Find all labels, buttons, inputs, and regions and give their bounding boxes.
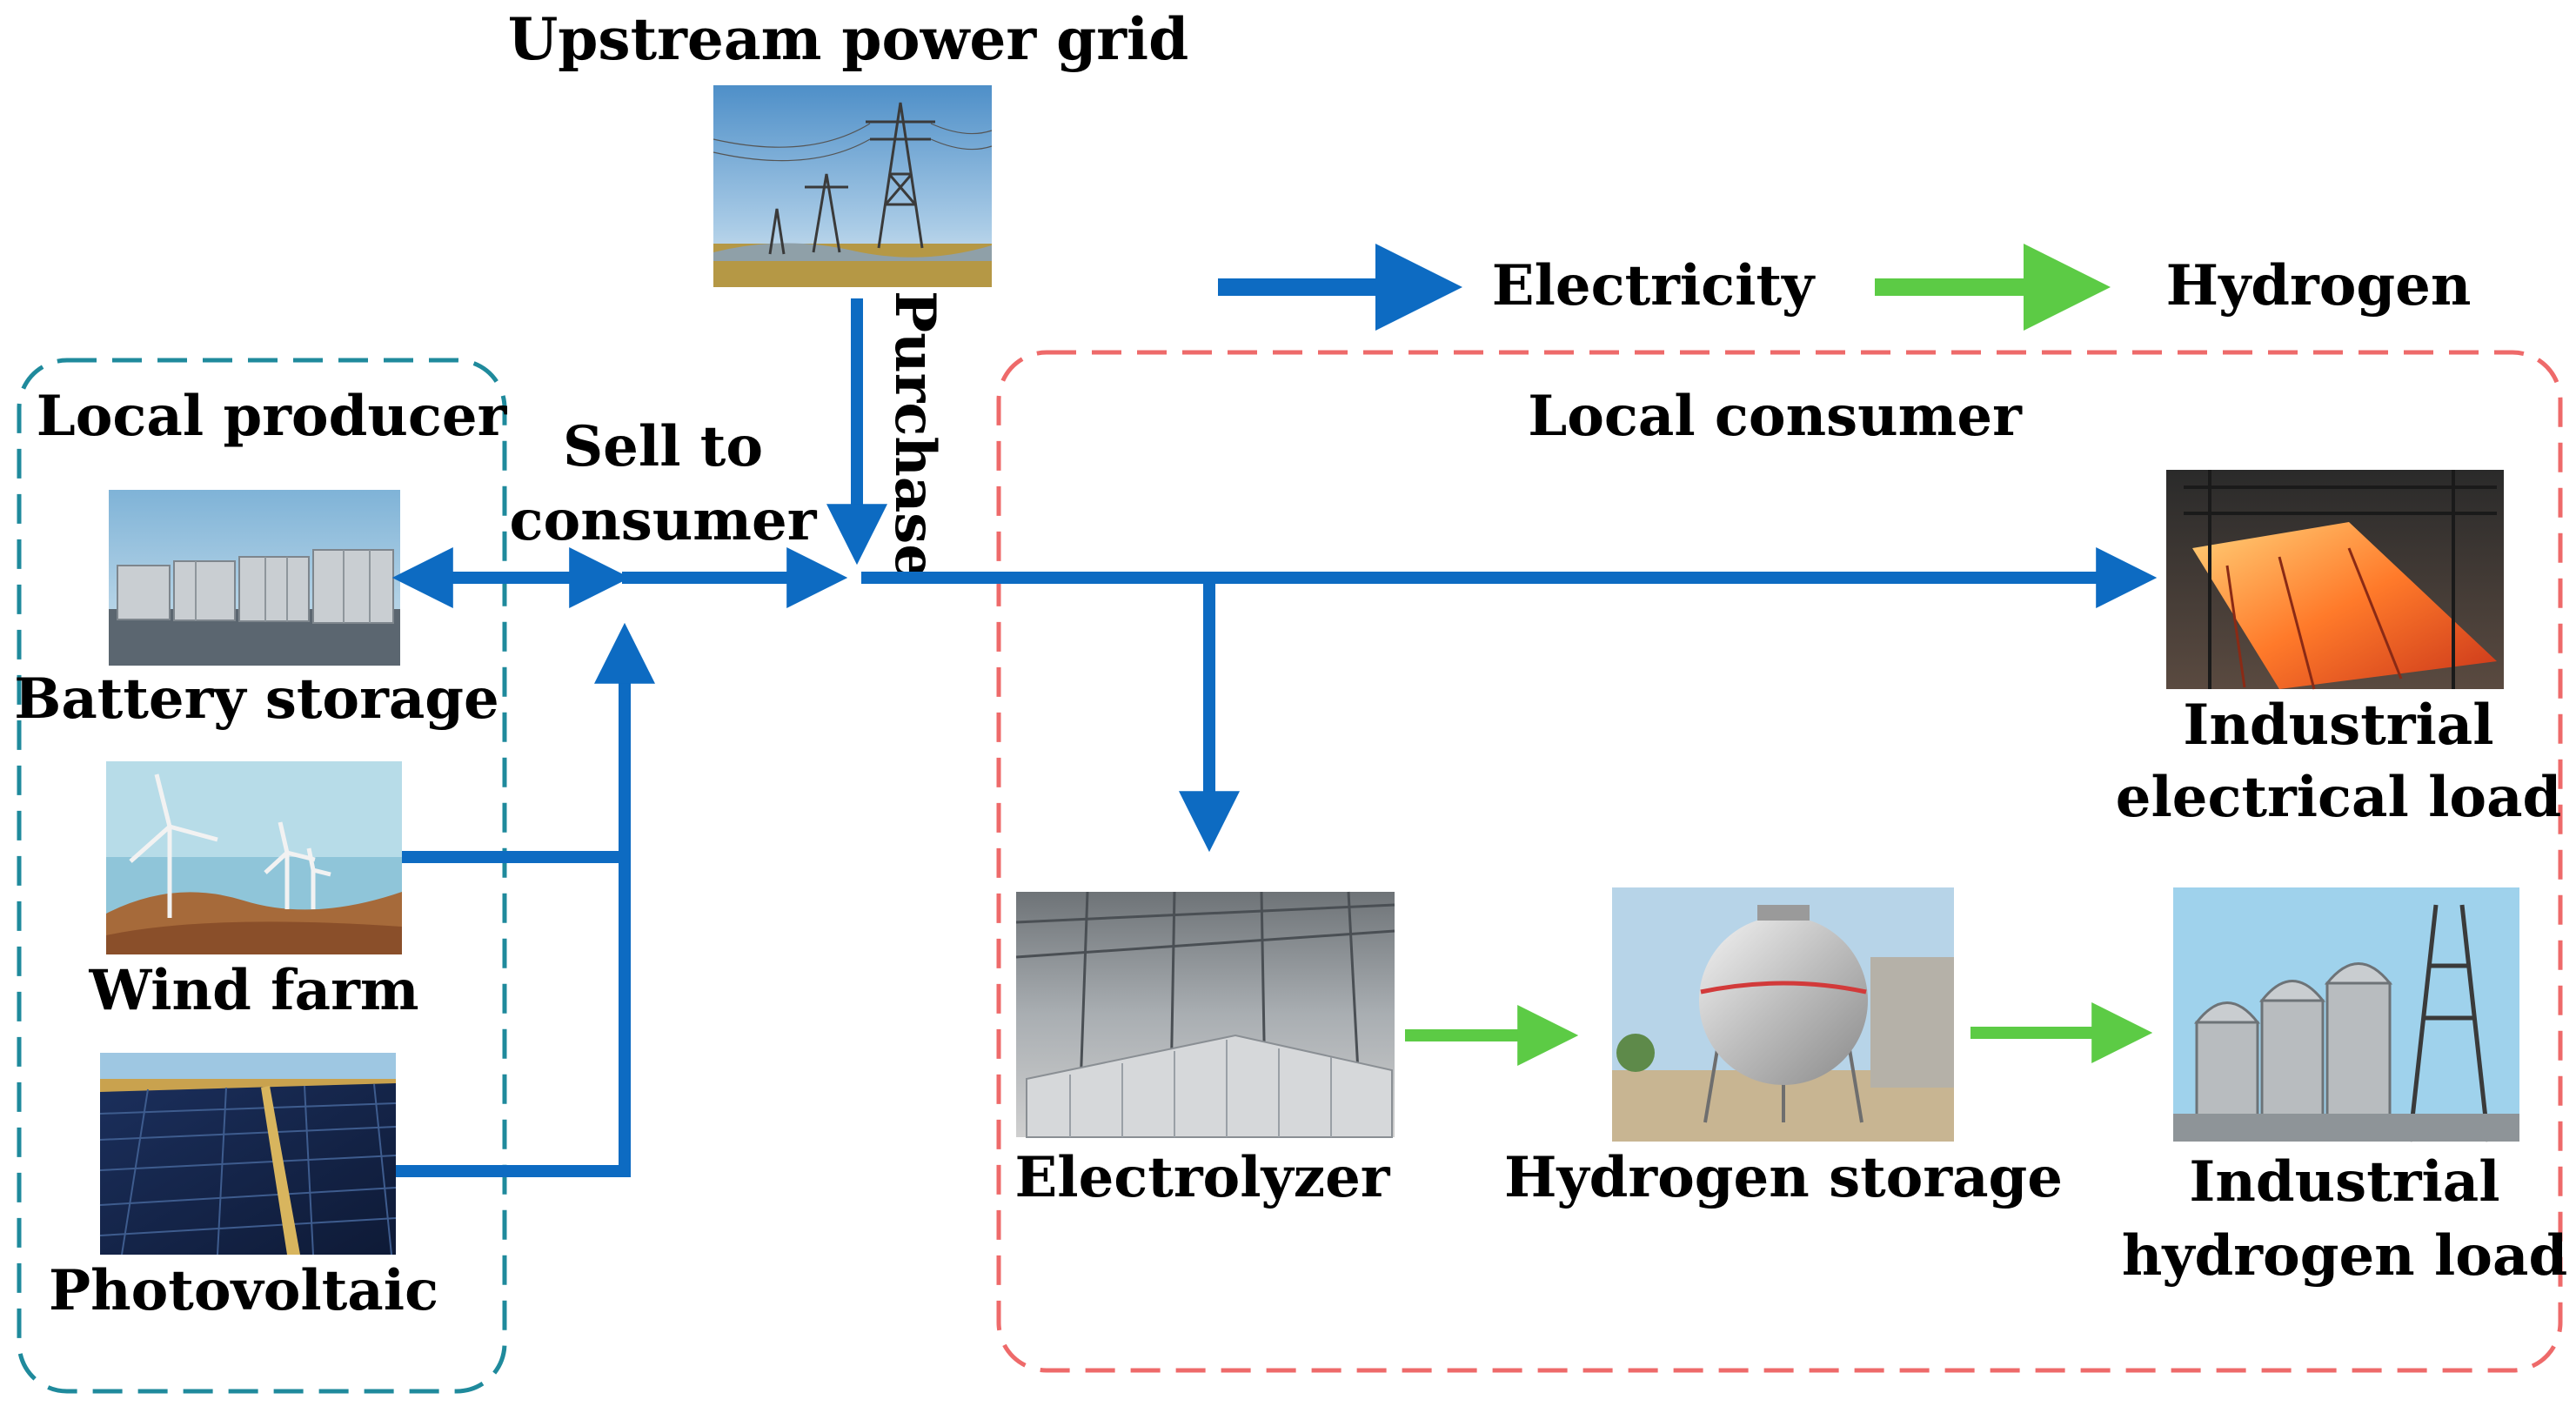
hydrogen-storage-label: Hydrogen storage xyxy=(1504,1145,2063,1210)
local-consumer-label: Local consumer xyxy=(1528,384,2023,449)
local-producer-box xyxy=(17,358,507,1394)
electrical-load-label-line1: Industrial xyxy=(2183,693,2493,758)
electrolyzer-photo xyxy=(1015,891,1395,1138)
local-consumer-box xyxy=(996,350,2563,1373)
hydrogen-load-label-line1: Industrial xyxy=(2189,1149,2499,1215)
hydrogen-load-photo xyxy=(2173,887,2519,1142)
hydrogen-load-label-line2: hydrogen load xyxy=(2122,1223,2567,1289)
wind-farm-label: Wind farm xyxy=(88,958,418,1023)
photovoltaic-photo xyxy=(99,1053,397,1256)
sell-to-consumer-label-line1: Sell to xyxy=(563,414,763,479)
electrical-load-label-line2: electrical load xyxy=(2116,765,2562,830)
legend-hydrogen-label: Hydrogen xyxy=(2166,253,2472,318)
battery-storage-label: Battery storage xyxy=(14,666,499,732)
hydrogen-storage-photo xyxy=(1612,887,1954,1142)
diagram-title: Upstream power grid xyxy=(508,5,1189,73)
electricity-flows xyxy=(391,298,2158,1177)
wind-farm-photo xyxy=(106,761,402,954)
photovoltaic-label: Photovoltaic xyxy=(49,1258,438,1323)
power-grid-photo xyxy=(713,85,993,287)
local-producer-label: Local producer xyxy=(37,384,508,449)
legend-electricity-label: Electricity xyxy=(1492,253,1816,318)
battery-storage-photo xyxy=(109,490,400,666)
sell-to-consumer-label-line2: consumer xyxy=(510,488,818,553)
electrolyzer-label: Electrolyzer xyxy=(1014,1145,1390,1210)
purchase-label: Purchase xyxy=(882,291,947,579)
hydrogen-flows xyxy=(1405,1002,2153,1066)
electrical-load-photo xyxy=(2166,470,2504,690)
